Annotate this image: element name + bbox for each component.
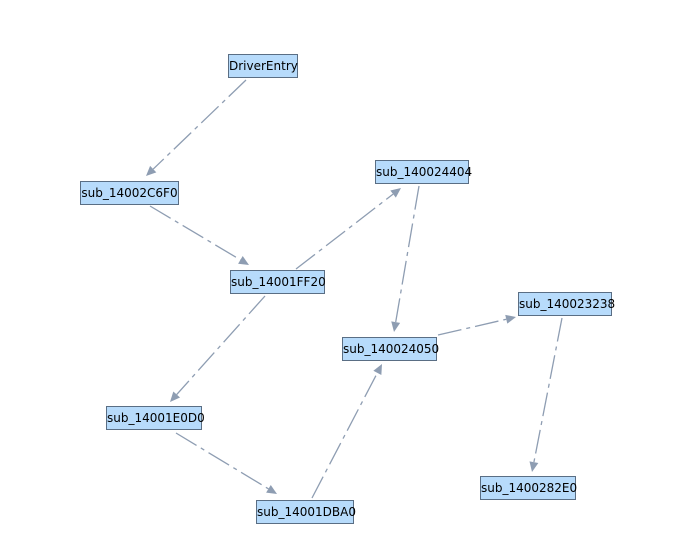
- edge-line: [311, 372, 378, 499]
- arrowhead-icon: [391, 321, 401, 332]
- arrowhead-icon: [146, 165, 157, 176]
- node-sub-14002c6f0[interactable]: sub_14002C6F0: [80, 181, 179, 205]
- arrowhead-icon: [170, 391, 181, 402]
- edge-14001ff20-to-140024404: [295, 188, 401, 270]
- edge-line: [437, 318, 507, 336]
- edge-line: [533, 317, 563, 463]
- node-driverentry[interactable]: DriverEntry: [228, 54, 298, 78]
- edge-line: [176, 295, 266, 395]
- edge-14001e0d0-to-14001dba0: [175, 432, 277, 494]
- edges-layer: [146, 79, 563, 499]
- edge-14002c6f0-to-14001ff20: [149, 205, 249, 265]
- node-sub-14001ff20[interactable]: sub_14001FF20: [230, 270, 326, 294]
- edge-140024050-to-140023238: [437, 314, 516, 336]
- arrowhead-icon: [373, 364, 382, 375]
- arrowhead-icon: [266, 484, 277, 494]
- edge-driverentry-to-14002c6f0: [146, 79, 247, 176]
- arrowhead-icon: [529, 461, 539, 472]
- node-sub-14001dba0[interactable]: sub_14001DBA0: [256, 500, 356, 524]
- node-sub-140023238[interactable]: sub_140023238: [518, 292, 615, 316]
- arrowhead-icon: [505, 314, 516, 324]
- edge-line: [395, 185, 420, 323]
- arrowhead-icon: [390, 188, 401, 198]
- edge-140024404-to-140024050: [391, 185, 420, 332]
- edge-14001dba0-to-140024050: [311, 364, 382, 499]
- node-sub-140024050[interactable]: sub_140024050: [342, 337, 439, 361]
- arrowhead-icon: [238, 256, 249, 265]
- edge-140023238-to-1400282e0: [529, 317, 563, 472]
- node-sub-1400282e0[interactable]: sub_1400282E0: [480, 476, 577, 500]
- node-sub-14001e0d0[interactable]: sub_14001E0D0: [106, 406, 205, 430]
- edge-line: [295, 193, 394, 270]
- edge-14001ff20-to-14001e0d0: [170, 295, 266, 402]
- node-sub-140024404[interactable]: sub_140024404: [375, 160, 472, 184]
- edge-line: [149, 205, 241, 261]
- edge-line: [152, 79, 247, 170]
- edge-line: [175, 432, 269, 490]
